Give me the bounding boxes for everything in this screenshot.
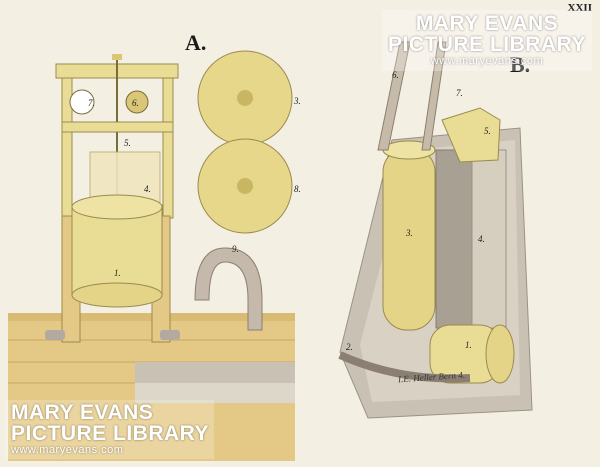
label-b-5: 5.	[484, 126, 491, 136]
watermark-top-url: www.maryevans.com	[430, 55, 544, 67]
figure-a-label: A.	[185, 30, 207, 55]
watermark-top-line2: PICTURE LIBRARY	[387, 33, 586, 56]
watermark-bottom-url: www.maryevans.com	[11, 444, 124, 456]
figure-b-comb	[435, 149, 507, 329]
label-a-5: 5.	[124, 138, 131, 148]
watermark-top: MARY EVANS PICTURE LIBRARY www.maryevans…	[381, 10, 592, 71]
label-b-1: 1.	[465, 340, 472, 350]
label-b-3: 3.	[406, 228, 413, 238]
label-b-2: 2.	[346, 342, 353, 352]
plate-number: XXII	[567, 2, 592, 14]
label-b-6: 6.	[392, 70, 399, 80]
figure-a-frame	[45, 54, 180, 343]
label-a-3: 3.	[294, 96, 301, 106]
label-b-7: 7.	[456, 88, 463, 98]
figure-b-label: B.	[510, 52, 531, 77]
watermark-bottom: MARY EVANS PICTURE LIBRARY www.maryevans…	[6, 400, 215, 459]
label-a-7: 7.	[88, 98, 95, 108]
label-a-8: 8.	[294, 184, 301, 194]
label-a-9: 9.	[232, 244, 239, 254]
figure-a-discs	[197, 50, 293, 234]
watermark-top-line1: MARY EVANS	[415, 12, 559, 35]
watermark-bottom-line2: PICTURE LIBRARY	[11, 422, 210, 445]
label-b-4: 4.	[478, 234, 485, 244]
label-a-4: 4.	[144, 184, 151, 194]
figure-b-spring-barrel	[429, 324, 515, 384]
watermark-bottom-line1: MARY EVANS	[11, 401, 154, 424]
figure-b-governor	[441, 107, 501, 163]
label-a-6: 6.	[132, 98, 139, 108]
figure-a-drum	[71, 151, 263, 331]
label-a-1: 1.	[114, 268, 121, 278]
figure-b-levers	[338, 41, 471, 383]
